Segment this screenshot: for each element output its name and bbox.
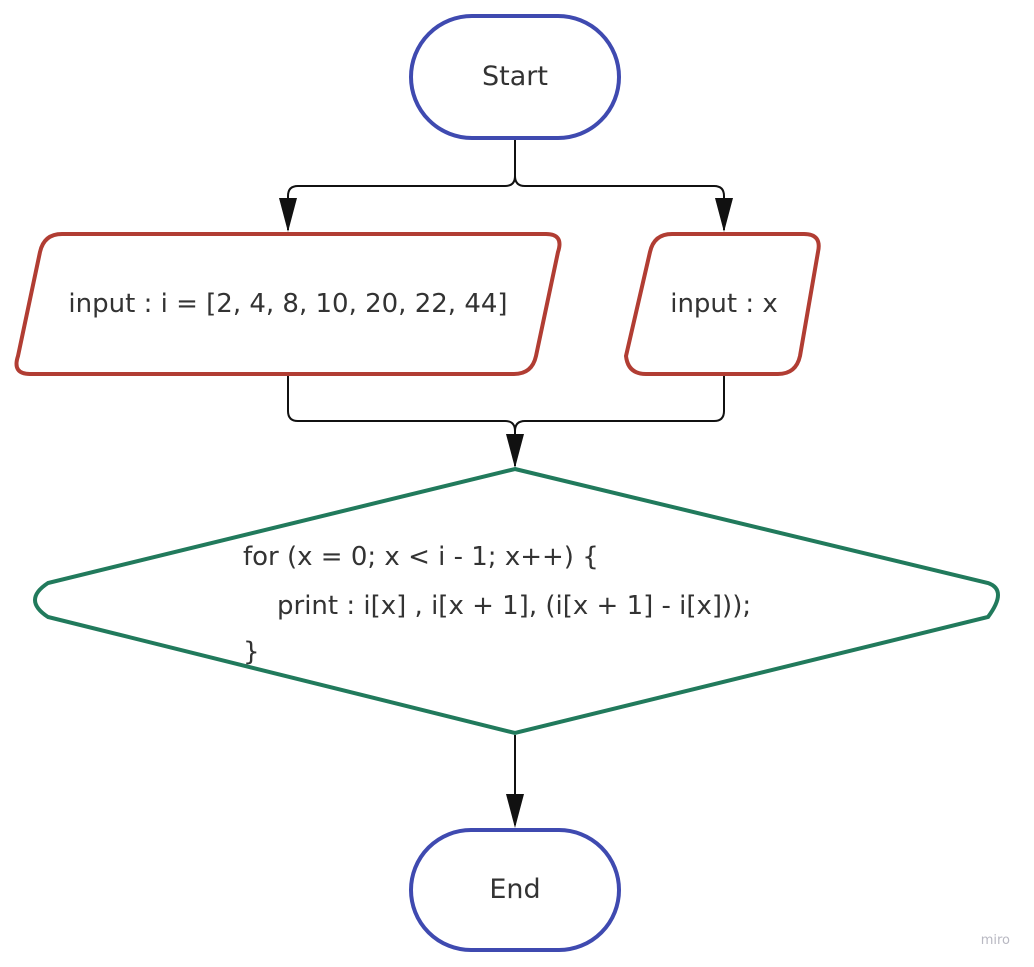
miro-watermark: miro (981, 933, 1010, 948)
input-i-label: input : i = [2, 4, 8, 10, 20, 22, 44] (68, 289, 507, 319)
arrowheads (279, 198, 733, 828)
connectors (287, 140, 725, 825)
input-i-node[interactable]: input : i = [2, 4, 8, 10, 20, 22, 44] (14, 232, 562, 376)
input-x-label: input : x (670, 289, 778, 319)
loop-line-3: } (243, 637, 260, 667)
input-x-parallelogram-shape (623, 232, 821, 376)
input-x-node[interactable]: input : x (623, 232, 821, 376)
edge-input-i-to-loop (287, 375, 516, 466)
edge-start-to-input-i (287, 140, 516, 230)
start-label: Start (482, 61, 548, 92)
loop-decision-diamond-shape (33, 466, 1000, 736)
loop-line-2: print : i[x] , i[x + 1], (i[x + 1] - i[x… (277, 591, 751, 621)
arrowhead-to-end (506, 794, 524, 828)
input-i-parallelogram-shape (14, 232, 562, 376)
end-node[interactable]: End (409, 828, 621, 952)
arrowhead-to-loop (506, 434, 524, 468)
end-label: End (489, 874, 540, 905)
loop-line-1: for (x = 0; x < i - 1; x++) { (243, 542, 599, 572)
end-terminator-shape (409, 828, 621, 952)
start-node[interactable]: Start (409, 14, 621, 140)
loop-decision-node[interactable]: for (x = 0; x < i - 1; x++) { print : i[… (33, 466, 1000, 736)
start-terminator-shape (409, 14, 621, 140)
edge-input-x-to-loop (514, 375, 725, 466)
arrowhead-to-input-x (715, 198, 733, 232)
edge-start-to-input-x (514, 140, 725, 230)
arrowhead-to-input-i (279, 198, 297, 232)
